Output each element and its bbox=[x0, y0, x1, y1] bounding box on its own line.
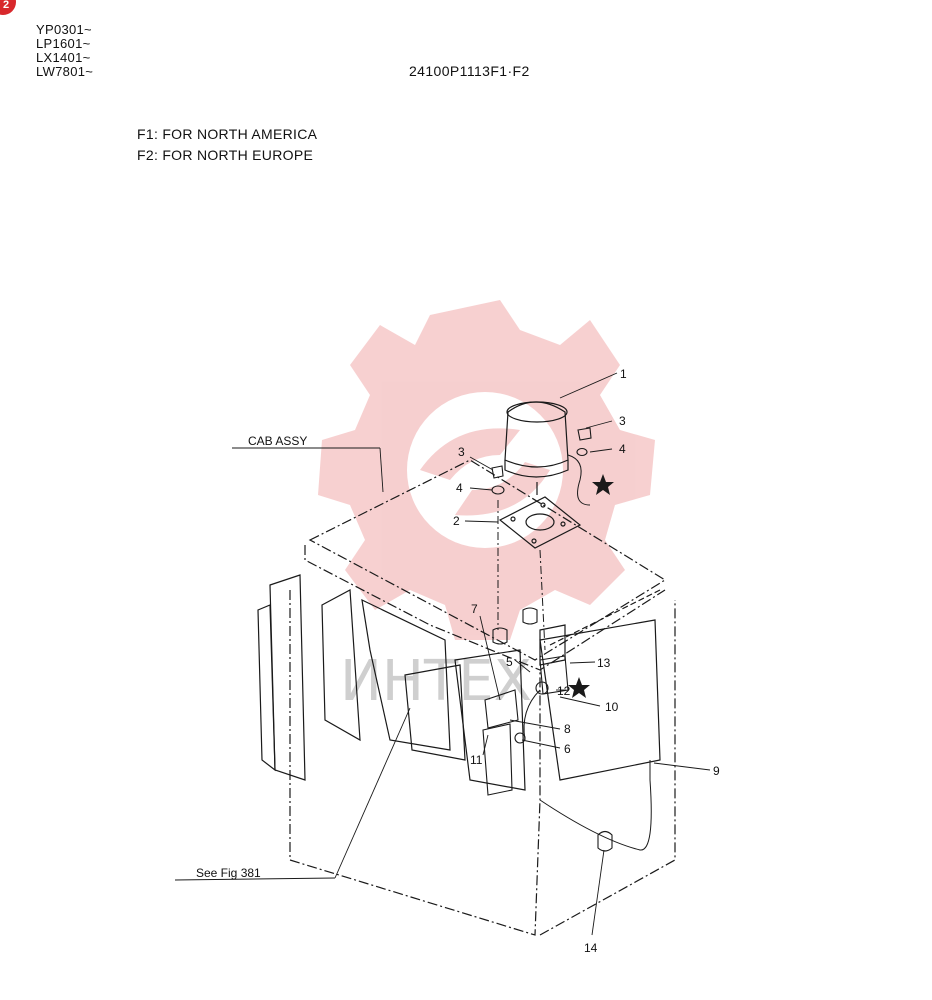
see-fig-label: See Fig 381 bbox=[196, 866, 261, 880]
callout-4: 4 bbox=[619, 442, 626, 456]
switch-bracket bbox=[482, 655, 613, 852]
callout-9: 9 bbox=[713, 764, 720, 778]
page-badge: 2 bbox=[0, 0, 16, 15]
cab-assy-label: CAB ASSY bbox=[248, 434, 307, 448]
variant-notes: F1: FOR NORTH AMERICA F2: FOR NORTH EURO… bbox=[137, 124, 317, 166]
serial-range-list: YP0301~ LP1601~ LX1401~ LW7801~ bbox=[36, 23, 93, 79]
callout-3: 3 bbox=[619, 414, 626, 428]
star-icon bbox=[592, 474, 614, 495]
star-marks bbox=[568, 474, 614, 698]
watermark-text: ИНТЕХ bbox=[340, 649, 532, 714]
callout-4: 4 bbox=[456, 481, 463, 495]
callout-10: 10 bbox=[605, 700, 619, 714]
callout-3: 3 bbox=[458, 445, 465, 459]
callout-12: 12 bbox=[557, 684, 571, 698]
beacon-lamp bbox=[504, 401, 569, 495]
leader-lines bbox=[174, 372, 711, 936]
callout-7: 7 bbox=[471, 602, 478, 616]
callout-1: 1 bbox=[620, 367, 627, 381]
part-number: 24100P1113F1·F2 bbox=[409, 63, 530, 79]
mounting-plate bbox=[498, 496, 582, 549]
variant-note-f2: F2: FOR NORTH EUROPE bbox=[137, 147, 314, 163]
callout-8: 8 bbox=[564, 722, 571, 736]
callout-13: 13 bbox=[597, 656, 611, 670]
page-badge-number: 2 bbox=[2, 0, 10, 11]
serial-range: LP1601~ bbox=[36, 36, 91, 51]
cab-assembly bbox=[257, 459, 676, 936]
callout-6: 6 bbox=[564, 742, 571, 756]
callout-14: 14 bbox=[584, 941, 598, 955]
callout-2: 2 bbox=[453, 514, 460, 528]
callout-5: 5 bbox=[506, 655, 513, 669]
variant-note-f1: F1: FOR NORTH AMERICA bbox=[137, 126, 318, 142]
serial-range: LX1401~ bbox=[36, 50, 91, 65]
star-icon bbox=[568, 677, 590, 698]
serial-range: LW7801~ bbox=[36, 64, 94, 79]
serial-range: YP0301~ bbox=[36, 22, 92, 37]
callout-11: 11 bbox=[470, 753, 483, 767]
